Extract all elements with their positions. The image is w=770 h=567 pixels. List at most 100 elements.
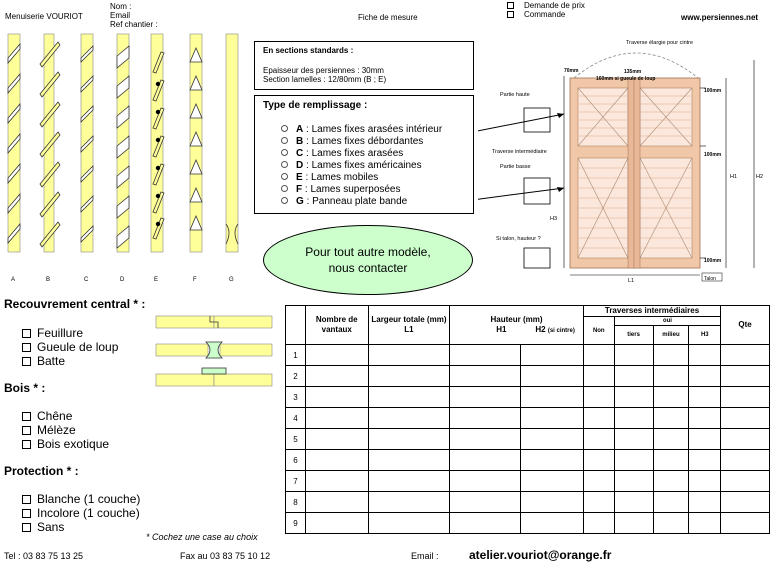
cell-h1[interactable] — [449, 449, 522, 471]
cell-h1[interactable] — [449, 386, 522, 408]
cell-h3[interactable] — [688, 407, 722, 429]
checkbox-icon[interactable] — [22, 343, 31, 352]
cell-nombre[interactable] — [304, 512, 369, 534]
cell-h1[interactable] — [449, 428, 522, 450]
cell-h2[interactable] — [520, 386, 584, 408]
radio-icon[interactable] — [281, 125, 288, 132]
cell-nombre[interactable] — [304, 407, 369, 429]
box-partie-basse[interactable] — [523, 177, 551, 205]
cell-non[interactable] — [582, 386, 615, 408]
cell-tiers[interactable] — [613, 512, 654, 534]
cell-milieu[interactable] — [652, 449, 690, 471]
cell-non[interactable] — [582, 344, 615, 366]
fill-option-e[interactable]: E : Lames mobiles — [281, 172, 442, 184]
cell-h3[interactable] — [688, 365, 722, 387]
cell-qte[interactable] — [720, 491, 770, 513]
option-bois-exotique[interactable]: Bois exotique — [22, 437, 109, 451]
option-sans[interactable]: Sans — [22, 520, 140, 534]
cell-tiers[interactable] — [613, 470, 654, 492]
cell-nombre[interactable] — [304, 365, 369, 387]
box-talon[interactable] — [523, 247, 551, 269]
cell-h3[interactable] — [688, 344, 722, 366]
cell-h2[interactable] — [520, 407, 584, 429]
box-partie-haute[interactable] — [523, 107, 551, 133]
option-chene[interactable]: Chêne — [22, 409, 109, 423]
cell-qte[interactable] — [720, 512, 770, 534]
cell-milieu[interactable] — [652, 428, 690, 450]
option-meleze[interactable]: Mélèze — [22, 423, 109, 437]
cell-h1[interactable] — [449, 470, 522, 492]
cell-largeur[interactable] — [367, 386, 451, 408]
radio-icon[interactable] — [281, 161, 288, 168]
option-blanche[interactable]: Blanche (1 couche) — [22, 492, 140, 506]
checkbox-icon[interactable] — [22, 440, 31, 449]
cell-non[interactable] — [582, 470, 615, 492]
cell-qte[interactable] — [720, 407, 770, 429]
request-commande[interactable]: Commande — [507, 10, 585, 19]
cell-h3[interactable] — [688, 428, 722, 450]
cell-h3[interactable] — [688, 449, 722, 471]
cell-milieu[interactable] — [652, 344, 690, 366]
cell-h1[interactable] — [449, 491, 522, 513]
cell-tiers[interactable] — [613, 344, 654, 366]
cell-nombre[interactable] — [304, 428, 369, 450]
cell-h3[interactable] — [688, 491, 722, 513]
checkbox-icon[interactable] — [507, 11, 514, 18]
radio-icon[interactable] — [281, 149, 288, 156]
cell-milieu[interactable] — [652, 407, 690, 429]
cell-tiers[interactable] — [613, 407, 654, 429]
cell-h2[interactable] — [520, 512, 584, 534]
cell-h1[interactable] — [449, 365, 522, 387]
footer-email[interactable]: atelier.vouriot@orange.fr — [469, 548, 612, 562]
fill-option-f[interactable]: F : Lames superposées — [281, 184, 442, 196]
cell-tiers[interactable] — [613, 428, 654, 450]
cell-milieu[interactable] — [652, 491, 690, 513]
cell-h3[interactable] — [688, 470, 722, 492]
checkbox-icon[interactable] — [22, 426, 31, 435]
cell-non[interactable] — [582, 491, 615, 513]
cell-h1[interactable] — [449, 344, 522, 366]
option-batte[interactable]: Batte — [22, 354, 118, 368]
cell-largeur[interactable] — [367, 449, 451, 471]
radio-icon[interactable] — [281, 197, 288, 204]
cell-tiers[interactable] — [613, 386, 654, 408]
cell-h1[interactable] — [449, 407, 522, 429]
cell-milieu[interactable] — [652, 365, 690, 387]
checkbox-icon[interactable] — [22, 523, 31, 532]
checkbox-icon[interactable] — [22, 357, 31, 366]
cell-h2[interactable] — [520, 428, 584, 450]
cell-qte[interactable] — [720, 386, 770, 408]
cell-tiers[interactable] — [613, 491, 654, 513]
cell-h2[interactable] — [520, 365, 584, 387]
cell-non[interactable] — [582, 449, 615, 471]
option-incolore[interactable]: Incolore (1 couche) — [22, 506, 140, 520]
cell-largeur[interactable] — [367, 344, 451, 366]
checkbox-icon[interactable] — [22, 412, 31, 421]
cell-h1[interactable] — [449, 512, 522, 534]
cell-nombre[interactable] — [304, 449, 369, 471]
cell-qte[interactable] — [720, 470, 770, 492]
cell-non[interactable] — [582, 512, 615, 534]
cell-qte[interactable] — [720, 344, 770, 366]
cell-largeur[interactable] — [367, 491, 451, 513]
cell-nombre[interactable] — [304, 344, 369, 366]
radio-icon[interactable] — [281, 173, 288, 180]
cell-largeur[interactable] — [367, 365, 451, 387]
cell-nombre[interactable] — [304, 491, 369, 513]
cell-qte[interactable] — [720, 428, 770, 450]
cell-tiers[interactable] — [613, 449, 654, 471]
cell-largeur[interactable] — [367, 512, 451, 534]
fill-option-d[interactable]: D : Lames fixes américaines — [281, 160, 442, 172]
cell-nombre[interactable] — [304, 386, 369, 408]
cell-milieu[interactable] — [652, 386, 690, 408]
cell-largeur[interactable] — [367, 407, 451, 429]
fill-option-a[interactable]: A : Lames fixes arasées intérieur — [281, 124, 442, 136]
cell-h3[interactable] — [688, 386, 722, 408]
cell-h2[interactable] — [520, 344, 584, 366]
fill-option-b[interactable]: B : Lames fixes débordantes — [281, 136, 442, 148]
checkbox-icon[interactable] — [22, 495, 31, 504]
fill-option-g[interactable]: G : Panneau plate bande — [281, 196, 442, 208]
cell-nombre[interactable] — [304, 470, 369, 492]
option-gueule-de-loup[interactable]: Gueule de loup — [22, 340, 118, 354]
cell-non[interactable] — [582, 428, 615, 450]
